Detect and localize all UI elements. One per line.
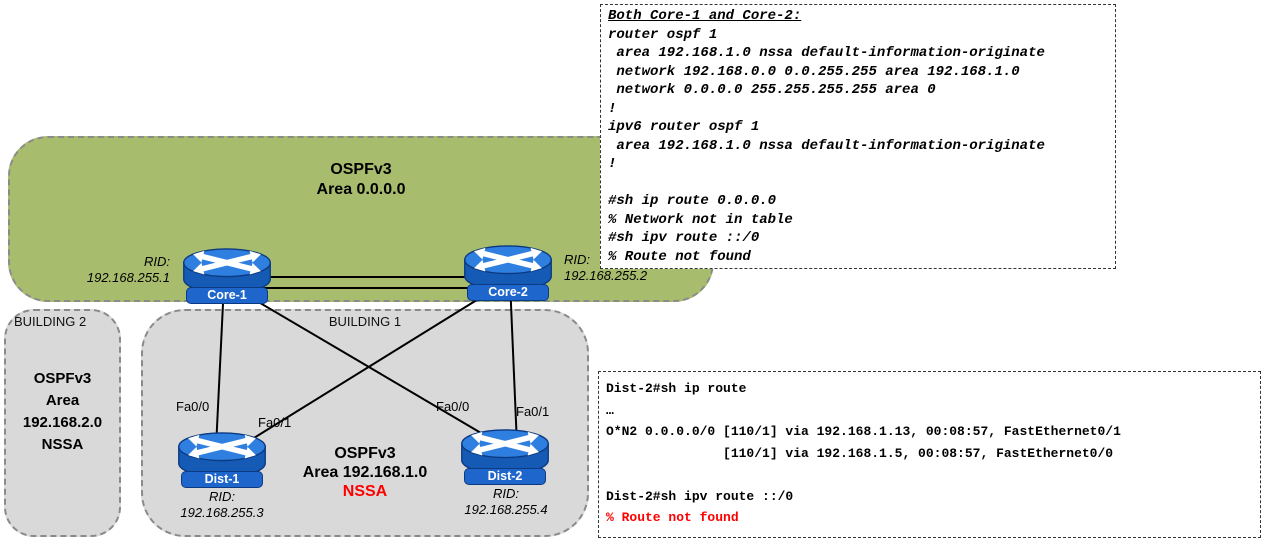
router-name-label: Core-2 (467, 284, 549, 301)
router-dist1: Dist-1 (176, 430, 268, 490)
area0-title-line1: OSPFv3 (330, 161, 392, 178)
building1-area-title-line2: Area 192.168.1.0 (302, 464, 428, 481)
router-name-label: Dist-2 (464, 468, 546, 485)
building2-region (4, 309, 121, 537)
rid-dist2: RID: 192.168.255.4 (436, 486, 576, 518)
config-line: router ospf 1 (608, 26, 718, 43)
core-ospf-config-box: Both Core-1 and Core-2: router ospf 1 ar… (600, 4, 1116, 269)
config-title: Both Core-1 and Core-2: (608, 8, 802, 24)
output-line (606, 464, 1253, 486)
config-line (608, 174, 1108, 193)
building2-text-line2: Area (45, 392, 80, 409)
building2-text-line1: OSPFv3 (33, 370, 92, 387)
building1-area-title: OSPFv3 Area 192.168.1.0 NSSA (141, 444, 589, 501)
router-core2: Core-2 (462, 243, 554, 303)
ospf-area0-region (8, 136, 714, 302)
router-icon (464, 245, 552, 291)
config-line: #sh ipv route ::/0 (608, 230, 760, 246)
output-line: Dist-2#sh ipv route ::/0 (606, 488, 794, 504)
area0-title-line2: Area 0.0.0.0 (316, 181, 406, 198)
config-line: ! (608, 156, 617, 172)
router-name-label: Dist-1 (181, 471, 263, 488)
rid-label: RID: (564, 252, 590, 267)
rid-value: 192.168.255.4 (464, 502, 548, 517)
rid-label: RID: (209, 489, 235, 504)
config-line: network 192.168.0.0 0.0.255.255 area 192… (608, 63, 1020, 80)
config-line: % Network not in table (608, 211, 793, 228)
interface-label-dist1-fa0-0: Fa0/0 (176, 399, 210, 414)
building2-area-text: OSPFv3 Area 192.168.2.0 NSSA (4, 368, 121, 456)
output-line: Dist-2#sh ip route (606, 381, 747, 396)
interface-label-dist2-fa0-0: Fa0/0 (436, 399, 470, 414)
router-core1: Core-1 (181, 246, 273, 306)
config-line: ipv6 router ospf 1 (608, 119, 760, 135)
building2-text-line4: NSSA (41, 436, 84, 453)
dist2-show-route-box: Dist-2#sh ip route … O*N2 0.0.0.0/0 [110… (598, 371, 1261, 538)
router-dist2: Dist-2 (459, 427, 551, 487)
area0-title: OSPFv3 Area 0.0.0.0 (8, 160, 714, 200)
config-line: area 192.168.1.0 nssa default-informatio… (608, 137, 1045, 154)
config-line: ! (608, 100, 617, 117)
rid-core1: RID: 192.168.255.1 (58, 254, 170, 286)
config-line: #sh ip route 0.0.0.0 (608, 193, 777, 209)
interface-label-dist2-fa0-1: Fa0/1 (516, 404, 550, 419)
output-line: O*N2 0.0.0.0/0 [110/1] via 192.168.1.13,… (606, 424, 1121, 439)
output-line: [110/1] via 192.168.1.5, 00:08:57, FastE… (606, 445, 1114, 461)
rid-value: 192.168.255.2 (564, 268, 648, 283)
building1-label: BUILDING 1 (328, 314, 402, 329)
building1-nssa-label: NSSA (342, 483, 388, 500)
rid-value: 192.168.255.1 (86, 270, 170, 285)
rid-label: RID: (493, 486, 519, 501)
rid-dist1: RID: 192.168.255.3 (152, 489, 292, 521)
rid-value: 192.168.255.3 (180, 505, 264, 520)
output-line: … (606, 402, 614, 418)
building2-label: BUILDING 2 (14, 314, 87, 329)
route-not-found-line: % Route not found (606, 510, 739, 525)
config-line: area 192.168.1.0 nssa default-informatio… (608, 45, 1045, 61)
config-line: % Route not found (608, 248, 751, 265)
config-line: network 0.0.0.0 255.255.255.255 area 0 (608, 82, 936, 98)
interface-label-dist1-fa0-1: Fa0/1 (258, 415, 292, 430)
router-name-label: Core-1 (186, 287, 268, 304)
rid-label: RID: (144, 254, 170, 269)
building1-area-title-line1: OSPFv3 (334, 445, 396, 462)
rid-core2: RID: 192.168.255.2 (564, 252, 684, 284)
building2-text-line3: 192.168.2.0 (22, 414, 103, 431)
